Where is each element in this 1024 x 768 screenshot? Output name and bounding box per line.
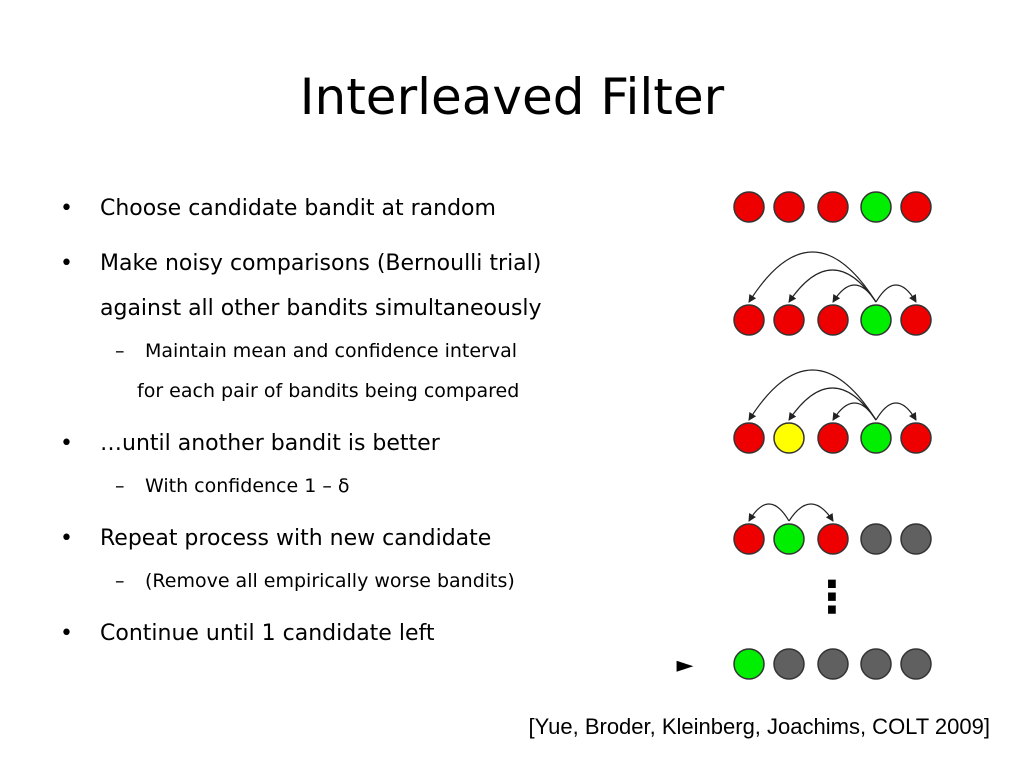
bullet-text-line: Make noisy comparisons (Bernoulli trial) bbox=[100, 251, 542, 276]
comparison-arc bbox=[788, 269, 877, 303]
red-bandit-circle bbox=[733, 191, 765, 223]
bullet-text: Repeat process with new candidate bbox=[100, 526, 492, 551]
red-bandit-circle bbox=[900, 304, 932, 336]
bullet-dot: • bbox=[60, 431, 73, 456]
bullet-item: • Continue until 1 candidate left bbox=[60, 611, 650, 656]
comparison-arc bbox=[832, 284, 877, 303]
gray-bandit-circle bbox=[860, 523, 892, 555]
bullet-text: …until another bandit is better bbox=[100, 431, 440, 456]
red-bandit-circle bbox=[733, 304, 765, 336]
sub-bullet-text: (Remove all empirically worse bandits) bbox=[145, 570, 515, 592]
bandit-circles bbox=[733, 191, 932, 680]
gray-bandit-circle bbox=[773, 648, 805, 680]
gray-bandit-circle bbox=[817, 648, 849, 680]
green-bandit-circle bbox=[860, 191, 892, 223]
comparison-arc bbox=[748, 503, 790, 522]
bullet-item: • Make noisy comparisons (Bernoulli tria… bbox=[60, 241, 650, 331]
comparison-arcs bbox=[748, 251, 917, 522]
comparison-arc bbox=[748, 369, 877, 421]
bullet-dot: • bbox=[60, 196, 73, 221]
comparison-arc bbox=[788, 387, 877, 421]
gray-bandit-circle bbox=[900, 523, 932, 555]
bullet-text-line: against all other bandits simultaneously bbox=[100, 296, 542, 321]
red-bandit-circle bbox=[817, 422, 849, 454]
sub-bullet-dash: – bbox=[115, 475, 125, 497]
yellow-bandit-circle bbox=[773, 422, 805, 454]
arrow-pointer-icon: ► bbox=[677, 653, 694, 678]
red-bandit-circle bbox=[733, 422, 765, 454]
red-bandit-circle bbox=[817, 523, 849, 555]
sub-bullet-dash: – bbox=[115, 340, 125, 362]
sub-bullet-text-line: Maintain mean and confidence interval bbox=[145, 340, 518, 362]
comparison-arc bbox=[788, 503, 834, 522]
red-bandit-circle bbox=[773, 304, 805, 336]
bullet-list: • Choose candidate bandit at random • Ma… bbox=[60, 186, 650, 656]
sub-bullet-dash: – bbox=[115, 570, 125, 592]
bullet-text: Continue until 1 candidate left bbox=[100, 621, 435, 646]
comparison-arc bbox=[832, 402, 877, 421]
citation: [Yue, Broder, Kleinberg, Joachims, COLT … bbox=[528, 714, 990, 739]
bullet-item: • Repeat process with new candidate bbox=[60, 516, 650, 561]
green-bandit-circle bbox=[860, 422, 892, 454]
bullet-text: Choose candidate bandit at random bbox=[100, 196, 496, 221]
bullet-dot: • bbox=[60, 621, 73, 646]
sub-bullet-item: – Maintain mean and confidence interval … bbox=[60, 331, 650, 411]
red-bandit-circle bbox=[733, 523, 765, 555]
red-bandit-circle bbox=[900, 191, 932, 223]
red-bandit-circle bbox=[817, 191, 849, 223]
comparison-arc bbox=[875, 284, 917, 303]
green-bandit-circle bbox=[773, 523, 805, 555]
sub-bullet-text: With confidence 1 – δ bbox=[145, 475, 350, 497]
bullet-dot: • bbox=[60, 251, 73, 276]
red-bandit-circle bbox=[817, 304, 849, 336]
bullet-item: • …until another bandit is better bbox=[60, 421, 650, 466]
sub-bullet-text-line: for each pair of bandits being compared bbox=[137, 380, 520, 402]
ellipsis-mark: ⋮ bbox=[810, 572, 854, 623]
green-bandit-circle bbox=[860, 304, 892, 336]
gray-bandit-circle bbox=[860, 648, 892, 680]
comparison-arc bbox=[748, 251, 877, 303]
bullet-item: • Choose candidate bandit at random bbox=[60, 186, 650, 231]
red-bandit-circle bbox=[900, 422, 932, 454]
comparison-arc bbox=[875, 402, 917, 421]
slide-title: Interleaved Filter bbox=[299, 68, 725, 126]
gray-bandit-circle bbox=[900, 648, 932, 680]
sub-bullet-item: – With confidence 1 – δ bbox=[60, 466, 650, 506]
green-bandit-circle bbox=[733, 648, 765, 680]
sub-bullet-item: – (Remove all empirically worse bandits) bbox=[60, 561, 650, 601]
red-bandit-circle bbox=[773, 191, 805, 223]
bullet-dot: • bbox=[60, 526, 73, 551]
